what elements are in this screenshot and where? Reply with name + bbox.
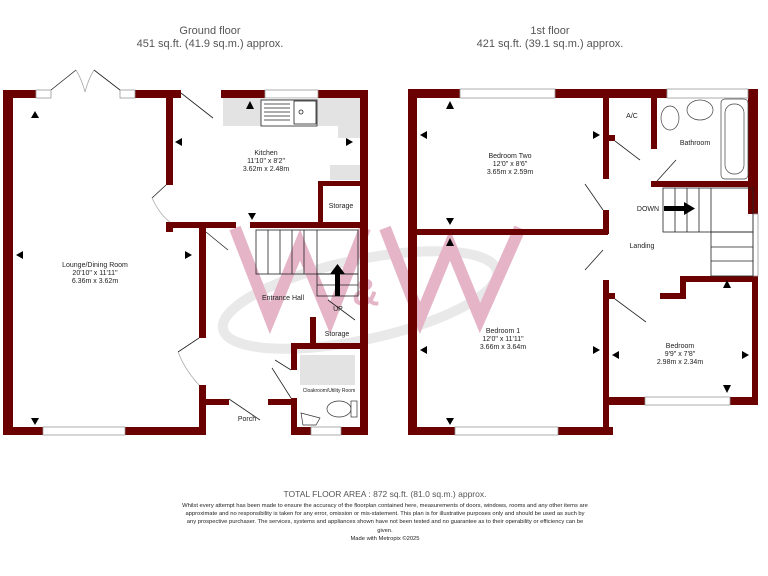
porch-name: Porch: [238, 416, 256, 423]
bedroom-3-imperial: 9'9" x 7'8": [665, 351, 696, 358]
bedroom-two-name: Bedroom Two: [488, 153, 531, 160]
stairs-down-arrow-icon: [664, 202, 695, 215]
bedroom-3-metric: 2.98m x 2.34m: [657, 359, 703, 366]
kitchen-imperial: 11'10" x 8'2": [247, 158, 285, 165]
first-floor-area: 421 sq.ft. (39.1 sq.m.) approx.: [476, 38, 624, 50]
kitchen-metric: 3.62m x 2.48m: [243, 166, 289, 173]
cloakroom-name: Cloakroom/Utility Room: [303, 388, 356, 394]
stairs-up-arrow-icon: [330, 264, 345, 296]
disclaimer: Whilst every attempt has been made to en…: [182, 503, 588, 534]
ground-floor-title: Ground floor: [179, 25, 241, 37]
ground-floor-plan: [3, 90, 368, 435]
first-floor-plan: [408, 89, 758, 435]
bedroom-3-name: Bedroom: [666, 343, 695, 350]
bathroom-fixtures-icon: [660, 98, 749, 180]
ground-floor-stairs: [255, 229, 359, 297]
dimension-markers: [16, 101, 353, 425]
made-with: Made with Metropix ©2025: [350, 535, 420, 542]
dimension-markers-ff: [420, 101, 749, 425]
bedroom-1-imperial: 12'0" x 11'11": [482, 336, 524, 343]
ground-floor-heading: Ground floor 451 sq.ft. (41.9 sq.m.) app…: [80, 25, 340, 51]
up-label: UP: [333, 306, 343, 313]
down-label: DOWN: [637, 206, 659, 213]
landing-name: Landing: [630, 243, 655, 250]
ground-floor-area: 451 sq.ft. (41.9 sq.m.) approx.: [136, 38, 284, 50]
toilet-icon: [300, 400, 358, 426]
entrance-hall-name: Entrance Hall: [262, 295, 304, 302]
first-floor-doors: [584, 140, 677, 323]
lounge-imperial: 20'10" x 11'11": [72, 270, 118, 277]
first-floor-windows: [454, 88, 759, 436]
first-floor-title: 1st floor: [530, 25, 570, 37]
total-floor-area: TOTAL FLOOR AREA : 872 sq.ft. (81.0 sq.m…: [283, 489, 487, 499]
bedroom-two-imperial: 12'0" x 8'6": [493, 161, 528, 168]
ac-label: A/C: [626, 113, 638, 120]
bedroom-1-name: Bedroom 1: [486, 328, 520, 335]
storage-2-name: Storage: [325, 331, 350, 338]
ground-floor-windows: [35, 89, 342, 436]
lounge-name: Lounge/Dining Room: [62, 262, 128, 269]
ground-floor-labels: Lounge/Dining Room 20'10" x 11'11" 6.36m…: [62, 150, 355, 423]
lounge-metric: 6.36m x 3.62m: [72, 278, 118, 285]
bedroom-1-metric: 3.66m x 3.64m: [480, 344, 526, 351]
bedroom-two-metric: 3.65m x 2.59m: [487, 169, 533, 176]
first-floor-stairs: [662, 187, 754, 277]
first-floor-heading: 1st floor 421 sq.ft. (39.1 sq.m.) approx…: [420, 25, 680, 51]
kitchen-sink-icon: [260, 99, 318, 127]
kitchen-name: Kitchen: [254, 150, 277, 157]
bathroom-name: Bathroom: [680, 140, 711, 147]
storage-1-name: Storage: [329, 203, 354, 210]
footer: TOTAL FLOOR AREA : 872 sq.ft. (81.0 sq.m…: [180, 489, 590, 543]
first-floor-labels: Bedroom Two 12'0" x 8'6" 3.65m x 2.59m A…: [480, 113, 710, 366]
french-doors: [50, 69, 356, 421]
